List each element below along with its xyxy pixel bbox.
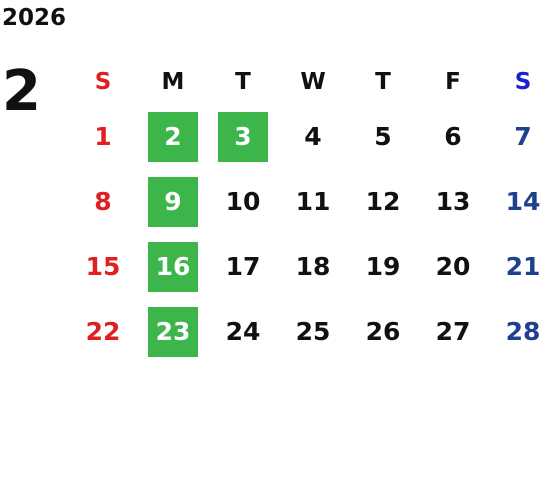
day-cell-highlighted: 9 <box>138 176 208 227</box>
day-number: 11 <box>295 187 331 216</box>
day-number: 6 <box>444 122 462 151</box>
day-number: 1 <box>94 122 112 151</box>
day-number: 4 <box>304 122 322 151</box>
day-number: 12 <box>365 187 401 216</box>
day-number: 17 <box>225 252 261 281</box>
week-row: 15 16 17 18 19 20 21 <box>68 234 548 299</box>
day-cell: 14 <box>488 177 548 227</box>
week-row: 22 23 24 25 26 27 28 <box>68 299 548 364</box>
day-number: 9 <box>164 187 182 216</box>
week-row: 1 2 3 4 5 6 7 <box>68 104 548 169</box>
day-number: 7 <box>514 122 532 151</box>
day-number: 27 <box>435 317 471 346</box>
day-cell: 25 <box>278 307 348 357</box>
day-number: 13 <box>435 187 471 216</box>
day-cell: 7 <box>488 112 548 162</box>
day-number: 19 <box>365 252 401 281</box>
day-number: 3 <box>234 122 252 151</box>
day-cell: 10 <box>208 177 278 227</box>
day-cell-highlighted: 23 <box>138 306 208 357</box>
day-cell: 4 <box>278 112 348 162</box>
weekday-wednesday: W <box>300 69 326 95</box>
day-cell: 28 <box>488 307 548 357</box>
day-number: 20 <box>435 252 471 281</box>
day-cell: 27 <box>418 307 488 357</box>
day-cell: 24 <box>208 307 278 357</box>
day-cell: 21 <box>488 242 548 292</box>
day-number: 23 <box>155 317 191 346</box>
day-cell: 13 <box>418 177 488 227</box>
day-cell-highlighted: 2 <box>138 111 208 162</box>
day-cell: 17 <box>208 242 278 292</box>
day-cell: 15 <box>68 242 138 292</box>
weekday-header-row: S M T W T F S <box>68 60 548 104</box>
weekday-sunday: S <box>94 69 112 95</box>
day-number: 14 <box>505 187 541 216</box>
day-cell: 26 <box>348 307 418 357</box>
day-number: 15 <box>85 252 121 281</box>
day-number: 22 <box>85 317 121 346</box>
day-number: 2 <box>164 122 182 151</box>
weekday-saturday: S <box>514 69 532 95</box>
day-cell: 6 <box>418 112 488 162</box>
day-cell: 18 <box>278 242 348 292</box>
weekday-monday: M <box>161 69 185 95</box>
month-number: 2 <box>2 59 41 124</box>
day-number: 28 <box>505 317 541 346</box>
day-number: 21 <box>505 252 541 281</box>
day-cell-highlighted: 3 <box>208 111 278 162</box>
day-cell: 1 <box>68 112 138 162</box>
day-cell: 19 <box>348 242 418 292</box>
weekday-thursday: T <box>375 69 391 95</box>
day-number: 24 <box>225 317 261 346</box>
day-cell: 5 <box>348 112 418 162</box>
year-label: 2026 <box>2 5 67 31</box>
weekday-friday: F <box>445 69 461 95</box>
day-number: 8 <box>94 187 112 216</box>
day-cell-highlighted: 16 <box>138 241 208 292</box>
day-number: 5 <box>374 122 392 151</box>
day-cell: 20 <box>418 242 488 292</box>
day-cell: 12 <box>348 177 418 227</box>
day-number: 26 <box>365 317 401 346</box>
weekday-tuesday: T <box>235 69 251 95</box>
day-number: 25 <box>295 317 331 346</box>
day-number: 16 <box>155 252 191 281</box>
day-cell: 8 <box>68 177 138 227</box>
day-number: 18 <box>295 252 331 281</box>
day-number: 10 <box>225 187 261 216</box>
day-cell: 22 <box>68 307 138 357</box>
day-cell: 11 <box>278 177 348 227</box>
week-row: 8 9 10 11 12 13 14 <box>68 169 548 234</box>
